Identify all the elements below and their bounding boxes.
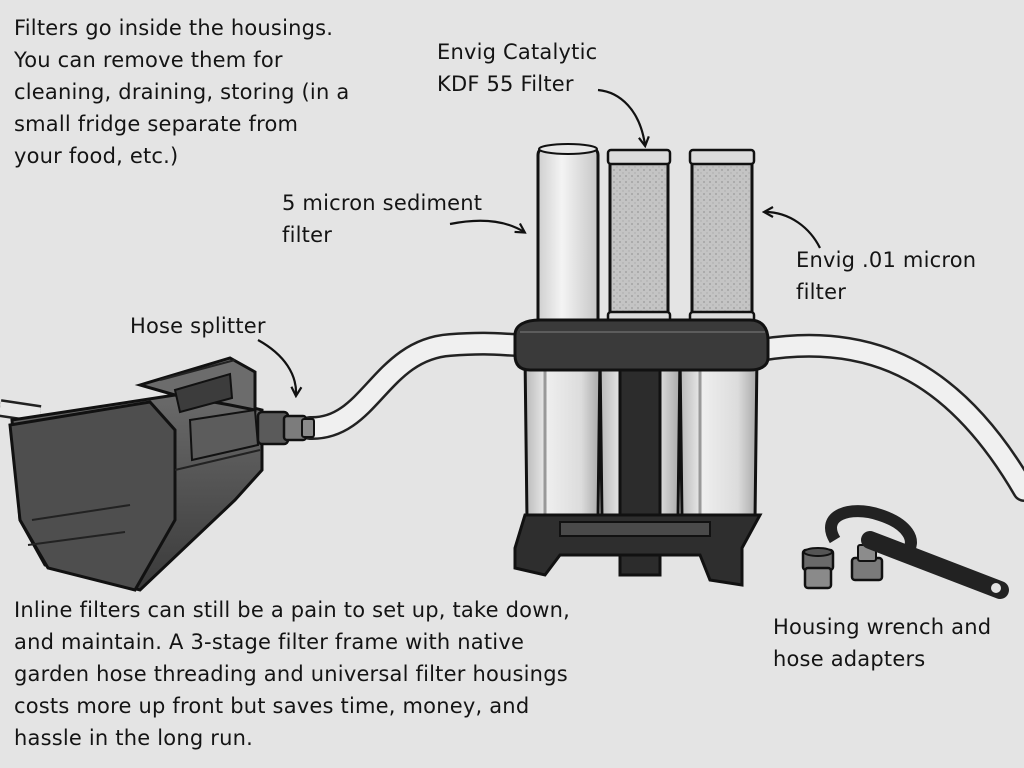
hose-adapter-1: [801, 547, 835, 590]
note-filters-housings: Filters go inside the housings. You can …: [14, 16, 350, 168]
note-inline-filters: Inline filters can still be a pain to se…: [14, 598, 570, 750]
label-wrench-adapters: Housing wrench and hose adapters: [773, 615, 992, 671]
label-sediment-filter: 5 micron sediment filter: [282, 191, 483, 247]
sediment-filter-cartridge: [536, 143, 600, 331]
label-micron-filter: Envig .01 micron filter: [796, 248, 977, 304]
hose-adapter-2: [850, 544, 884, 582]
micron-filter-cartridge: [688, 148, 756, 331]
outlet-hose: [748, 333, 1024, 502]
arrow-splitter: [257, 339, 296, 395]
label-kdf-filter: Envig Catalytic KDF 55 Filter: [437, 40, 598, 96]
pump-unit: [8, 356, 264, 592]
pump-hose: [0, 399, 42, 423]
hose-splitter: [256, 410, 315, 446]
filter-frame: [513, 318, 770, 587]
housing-wrench: [825, 505, 1009, 599]
inlet-hose: [298, 331, 532, 440]
arrow-micron: [765, 212, 821, 249]
arrow-sediment: [449, 219, 524, 232]
label-hose-splitter: Hose splitter: [130, 314, 266, 338]
arrow-kdf: [597, 88, 645, 145]
kdf-filter-cartridge: [606, 148, 672, 331]
